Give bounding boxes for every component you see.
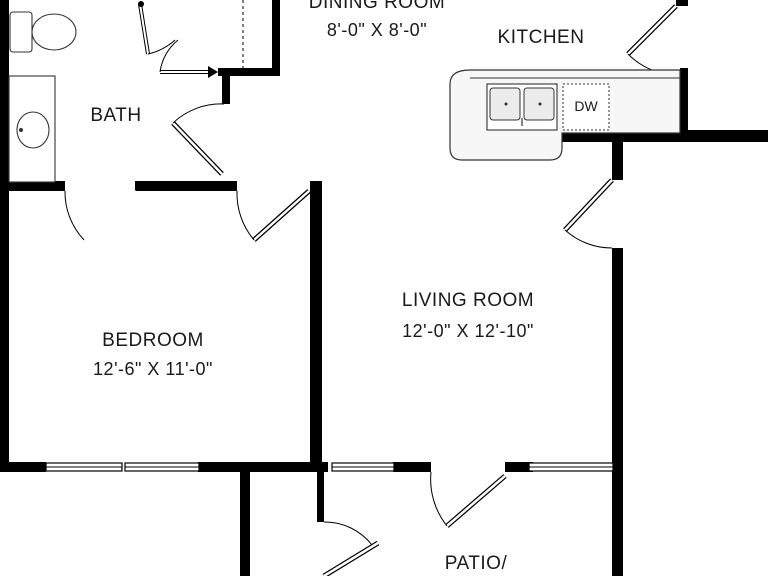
- wall-bottom-mid-a: [198, 462, 328, 472]
- closet-door: [138, 1, 176, 55]
- wall-bath-bottom-mid: [135, 181, 237, 191]
- dishwasher-label: DW: [574, 98, 598, 114]
- kitchen-door: [626, 4, 681, 76]
- windows: [45, 462, 614, 472]
- dining-room-name: DINING ROOM: [309, 0, 445, 13]
- bath-name: BATH: [90, 105, 141, 126]
- fixtures: DW: [8, 11, 681, 183]
- living-window-2: [528, 462, 614, 472]
- patio-door: [430, 471, 507, 528]
- bedroom-door-left: [64, 189, 136, 241]
- bedroom-door-right: [236, 189, 311, 242]
- bedroom-window-1: [45, 462, 123, 472]
- dining-room-dims: 8'-0" X 8'-0": [327, 20, 427, 40]
- bath-vanity-icon: [8, 75, 56, 183]
- wall-bedroom-right: [310, 181, 322, 470]
- toilet-icon: [9, 11, 77, 53]
- wall-living-right-upper: [612, 142, 623, 180]
- wall-bottom-mid-b: [393, 462, 431, 472]
- wall-bottom-mid-c: [505, 462, 533, 472]
- bath-door: [171, 103, 225, 176]
- wall-bath-right-stub: [222, 76, 230, 104]
- living-room-name: LIVING ROOM: [402, 290, 534, 311]
- living-window-1: [331, 462, 395, 472]
- kitchen-sink-icon: [486, 83, 558, 131]
- living-side-door: [563, 178, 614, 249]
- wall-living-right-lower: [612, 248, 623, 576]
- bedroom-name: BEDROOM: [102, 330, 204, 351]
- living-room-dims: 12'-0" X 12'-10": [402, 321, 534, 341]
- wall-kitchen-right: [680, 68, 688, 138]
- bedroom-window-2: [124, 462, 200, 472]
- wall-left-exterior: [0, 0, 9, 470]
- patio-name: PATIO/: [445, 553, 508, 574]
- patio-lower-door: [322, 521, 380, 576]
- dishwasher-icon: DW: [562, 83, 610, 131]
- wall-closet-right: [272, 0, 280, 75]
- kitchen-name: KITCHEN: [498, 27, 585, 48]
- wall-bottom-left: [0, 462, 46, 472]
- room-labels: DINING ROOM 8'-0" X 8'-0" KITCHEN BATH B…: [90, 0, 584, 574]
- doors: [64, 0, 681, 576]
- wall-kitchen-top-stub: [676, 0, 688, 6]
- wall-closet-bottom: [218, 68, 280, 76]
- bedroom-dims: 12'-6" X 11'-0": [93, 359, 213, 379]
- wall-bath-bottom-left: [9, 181, 65, 191]
- linen-door: [159, 39, 218, 78]
- wall-patio-left: [240, 472, 250, 576]
- wall-patio-inner: [317, 472, 324, 522]
